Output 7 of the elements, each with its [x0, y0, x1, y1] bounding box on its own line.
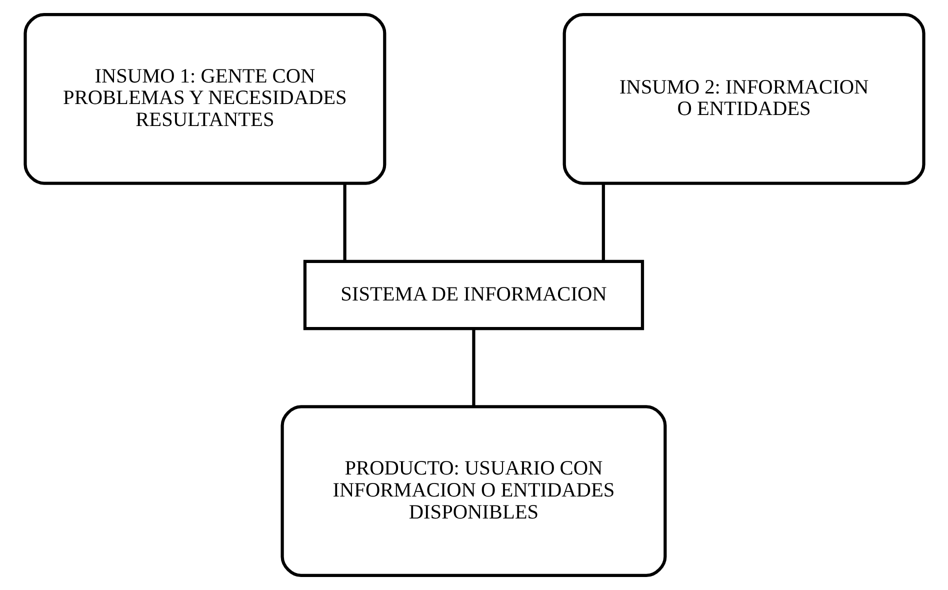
node-box: SISTEMA DE INFORMACION — [302, 260, 644, 330]
node-box: PRODUCTO: USUARIO CON INFORMACION O ENTIDADES DISPONIBLES — [280, 405, 666, 578]
node-box: INSUMO 1: GENTE CON PROBLEMAS Y NECESIDADES RESULTANTES — [23, 12, 386, 185]
connector — [472, 328, 475, 406]
node-box: INSUMO 2: INFORMACION O ENTIDADES — [562, 12, 925, 185]
connector — [342, 184, 346, 262]
connector — [601, 184, 604, 262]
